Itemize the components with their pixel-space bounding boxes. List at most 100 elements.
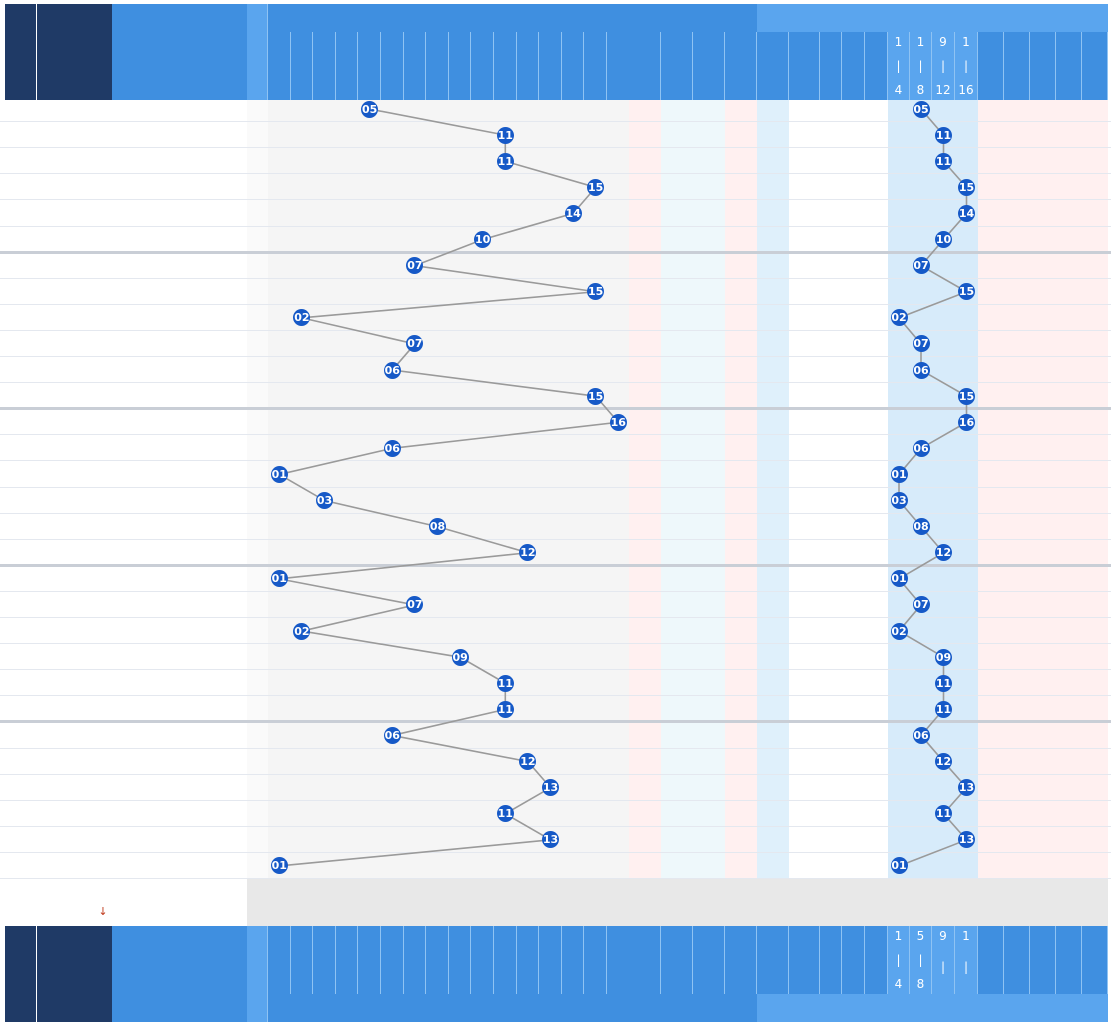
attr-header-big bbox=[629, 32, 661, 100]
column-background bbox=[978, 96, 1108, 879]
blue-ball-hit: 07 bbox=[406, 596, 424, 614]
blue-ball-hit: 01 bbox=[270, 465, 288, 483]
element-header bbox=[978, 32, 1004, 100]
segment-header: 1| bbox=[955, 926, 978, 994]
blue-distribution-title bbox=[268, 994, 629, 1022]
row-separator bbox=[0, 486, 1111, 488]
blue-ball-hit: 11 bbox=[496, 126, 514, 144]
row-separator bbox=[0, 799, 1111, 801]
row-separator bbox=[0, 434, 1111, 436]
blue-number-header bbox=[516, 926, 540, 994]
blue-ball-hit: 12 bbox=[519, 753, 537, 771]
blue-number-header bbox=[471, 926, 494, 994]
segment-ball-hit: 13 bbox=[958, 831, 975, 849]
element-header bbox=[1056, 32, 1082, 100]
segment-divider: | bbox=[896, 953, 901, 967]
blue-ball-hit: 11 bbox=[496, 805, 514, 823]
blue-number-header bbox=[426, 926, 449, 994]
blue-number-header bbox=[584, 32, 607, 100]
column-background bbox=[661, 96, 693, 879]
column-background bbox=[37, 96, 112, 879]
segment-top-label: 1 bbox=[894, 929, 903, 943]
segment-ball-hit: 11 bbox=[935, 126, 952, 144]
segment-ball-hit: 11 bbox=[935, 700, 952, 718]
segment-ball-hit: 15 bbox=[958, 178, 975, 196]
segment-bottom-label: 4 bbox=[894, 977, 903, 991]
blue-ball-hit: 02 bbox=[293, 309, 311, 327]
blue-number-header bbox=[358, 32, 381, 100]
row-separator bbox=[0, 382, 1111, 384]
element-header bbox=[1004, 32, 1030, 100]
segment-divider: | bbox=[940, 59, 946, 73]
row-separator bbox=[0, 747, 1111, 749]
mod-header bbox=[842, 32, 865, 100]
blue-number-header bbox=[268, 32, 291, 100]
segment-title bbox=[888, 4, 978, 32]
row-separator bbox=[0, 225, 1111, 227]
blue-number-header bbox=[561, 32, 585, 100]
blue-ball-hit: 16 bbox=[609, 413, 627, 431]
blue-ball-hit: 01 bbox=[270, 570, 288, 588]
segment-divider: | bbox=[940, 960, 946, 974]
segment-ball-hit: 10 bbox=[935, 231, 952, 249]
segment-bottom-label: 16 bbox=[958, 83, 974, 97]
blue-number-header bbox=[381, 926, 404, 994]
segment-ball-hit: 02 bbox=[890, 309, 908, 327]
blue-ball-hit: 11 bbox=[496, 700, 514, 718]
row-separator bbox=[0, 147, 1111, 149]
segment-header: 1|8 bbox=[910, 32, 932, 100]
row-separator bbox=[0, 329, 1111, 331]
column-background bbox=[112, 96, 247, 879]
big-small-title bbox=[629, 4, 693, 32]
segment-top-label: 1 bbox=[894, 35, 903, 49]
blue-ball-hit: 13 bbox=[542, 831, 559, 849]
row-separator bbox=[0, 199, 1111, 201]
blue-number-header bbox=[539, 926, 562, 994]
blue-ball-hit: 12 bbox=[519, 544, 537, 562]
segment-divider: | bbox=[963, 960, 969, 974]
blue-number-header bbox=[471, 32, 494, 100]
blue-ball-hit: 06 bbox=[383, 361, 401, 379]
segment-title bbox=[888, 994, 978, 1022]
blue-number-header bbox=[607, 926, 630, 994]
blue-ball-hit: 08 bbox=[429, 518, 446, 536]
blue-number-header bbox=[268, 926, 291, 994]
segment-ball-hit: 07 bbox=[912, 335, 930, 353]
column-background bbox=[725, 96, 757, 879]
segment-ball-hit: 16 bbox=[958, 413, 975, 431]
seq-header bbox=[5, 926, 36, 1022]
segment-ball-hit: 01 bbox=[890, 465, 908, 483]
row-separator bbox=[0, 277, 1111, 279]
filler-gray bbox=[247, 879, 1108, 926]
blue-ball-hit: 15 bbox=[587, 387, 605, 405]
blurred-title bbox=[757, 4, 888, 32]
blurred-title bbox=[757, 994, 888, 1022]
attr-header-small bbox=[661, 32, 693, 100]
blue-number-header bbox=[448, 32, 472, 100]
scroll-down-icon[interactable]: ↓ bbox=[98, 904, 108, 918]
blue-number-header bbox=[335, 926, 359, 994]
blue-trend-line bbox=[277, 108, 620, 867]
row-separator bbox=[0, 303, 1111, 305]
blue-number-header bbox=[290, 926, 314, 994]
row-separator bbox=[0, 669, 1111, 671]
blue-number-header bbox=[313, 926, 336, 994]
segment-bottom-label: 8 bbox=[916, 977, 925, 991]
seq-header bbox=[5, 4, 36, 100]
blue-ball-hit: 07 bbox=[406, 335, 424, 353]
segment-top-label: 1 bbox=[916, 35, 925, 49]
blue-number-header bbox=[516, 32, 540, 100]
segment-ball-hit: 12 bbox=[935, 544, 952, 562]
segment-top-label: 5 bbox=[916, 929, 925, 943]
attr-header-he bbox=[789, 926, 820, 994]
group-separator bbox=[0, 407, 1111, 411]
odd-even-title bbox=[693, 994, 757, 1022]
mod-header bbox=[820, 926, 842, 994]
column-background bbox=[268, 96, 629, 879]
period-header bbox=[37, 4, 112, 100]
blue-ball-hit: 10 bbox=[474, 231, 492, 249]
mod-header bbox=[865, 32, 888, 100]
blue-ball-hit: 06 bbox=[383, 439, 401, 457]
segment-ball-hit: 14 bbox=[958, 204, 975, 222]
blue-ball-hit: 15 bbox=[587, 283, 605, 301]
